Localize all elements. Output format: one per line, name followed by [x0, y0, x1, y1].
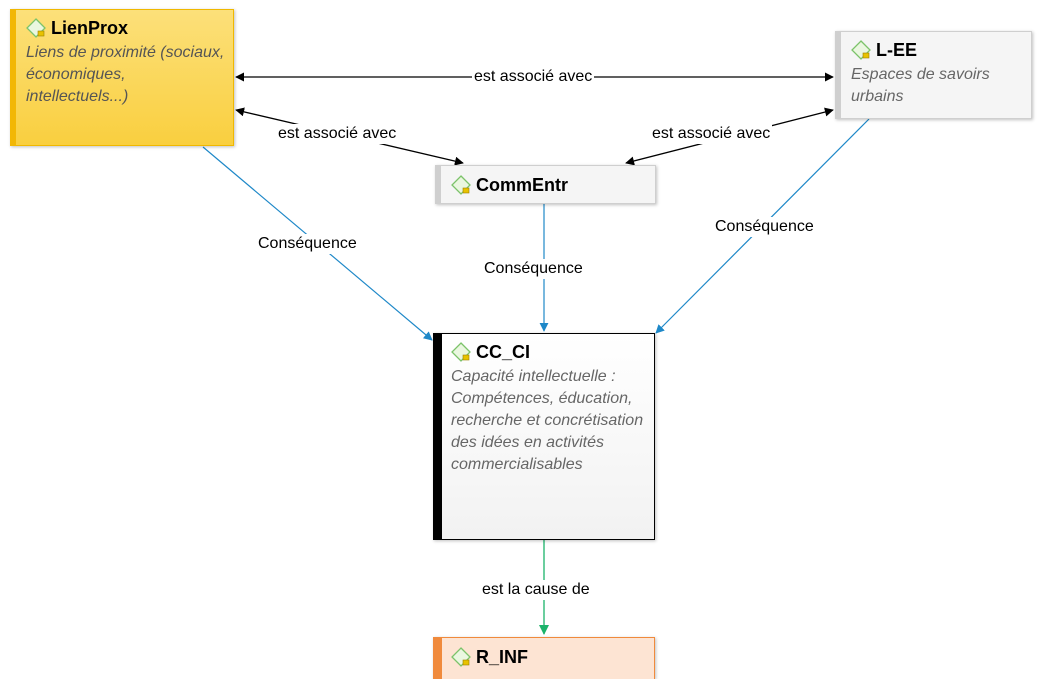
concept-diamond-icon: [851, 40, 871, 60]
node-title: R_INF: [476, 646, 529, 667]
label-commentr-ccci: Conséquence: [482, 259, 585, 279]
node-lienprox[interactable]: LienProx Liens de proximité (sociaux, éc…: [10, 9, 234, 146]
concept-diamond-icon: [26, 18, 46, 38]
concept-diamond-icon: [451, 647, 471, 667]
node-lee[interactable]: L-EE Espaces de savoirs urbains: [835, 31, 1032, 119]
node-description: Liens de proximité (sociaux, économiques…: [26, 44, 225, 105]
node-title: LienProx: [51, 17, 129, 38]
label-ccci-rinf: est la cause de: [480, 580, 592, 600]
concept-diamond-icon: [451, 342, 471, 362]
node-rinf[interactable]: R_INF: [433, 637, 655, 679]
node-description: Espaces de savoirs urbains: [851, 66, 990, 105]
label-lienprox-ccci: Conséquence: [256, 234, 359, 254]
node-ccci[interactable]: CC_CI Capacité intellectuelle : Compéten…: [433, 333, 655, 540]
node-description: Capacité intellectuelle : Compétences, é…: [451, 368, 644, 473]
node-title: CommEntr: [476, 174, 569, 195]
label-lienprox-commentr: est associé avec: [276, 124, 399, 144]
label-lee-ccci: Conséquence: [713, 217, 816, 237]
concept-diamond-icon: [451, 175, 471, 195]
label-lienprox-lee: est associé avec: [472, 67, 595, 87]
node-title: L-EE: [876, 39, 918, 60]
node-commentr[interactable]: CommEntr: [435, 165, 656, 204]
node-title: CC_CI: [476, 341, 531, 362]
label-lee-commentr: est associé avec: [650, 124, 773, 144]
